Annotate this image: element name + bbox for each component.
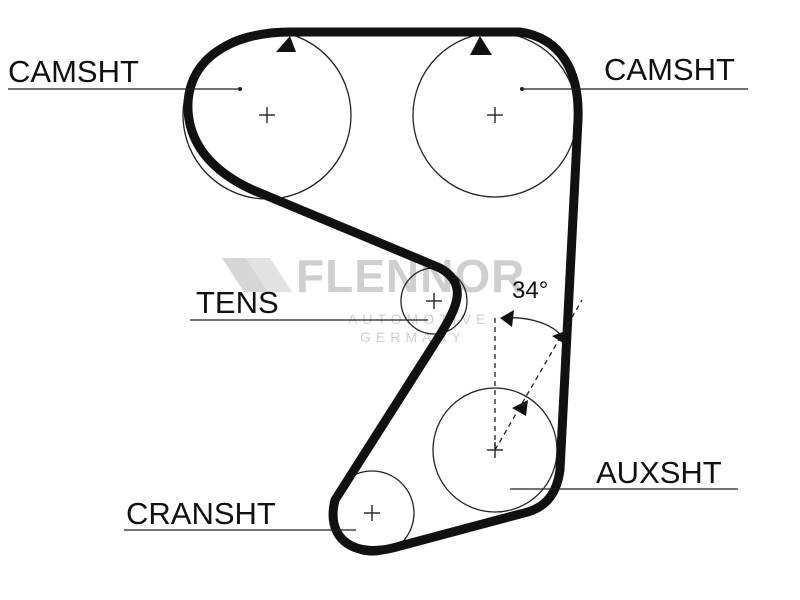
angle-arrow-right-icon [552,330,568,345]
watermark-line-2: GERMANY [360,329,466,345]
auxiliary-label: AUXSHT [596,455,722,490]
crankshaft-label: CRANSHT [126,496,276,531]
tension-arrow-icon [512,400,528,416]
rotation-arrow-right-icon [470,36,492,55]
camshaft-right-label: CAMSHT [604,52,735,87]
watermark-logo-mark [222,258,268,292]
timing-belt [183,27,583,555]
camshaft-right-center-mark [487,107,503,123]
angle-label: 34° [512,277,548,304]
watermark-logo-mark-2 [246,258,292,292]
rotation-arrow-left-icon [276,36,296,52]
camshaft-right-leader-dot [520,87,524,91]
crankshaft-center-mark [364,505,380,521]
tensioner-label: TENS [196,285,279,320]
angle-measure-line [494,299,583,451]
camshaft-left-center-mark [259,107,275,123]
tensioner-center-mark [426,293,442,309]
camshaft-left-leader-dot [238,87,242,91]
angle-arrow-left-icon [500,310,514,327]
watermark-line-1: AUTOMOTIVE [348,311,490,327]
camshaft-left-label: CAMSHT [8,54,139,89]
